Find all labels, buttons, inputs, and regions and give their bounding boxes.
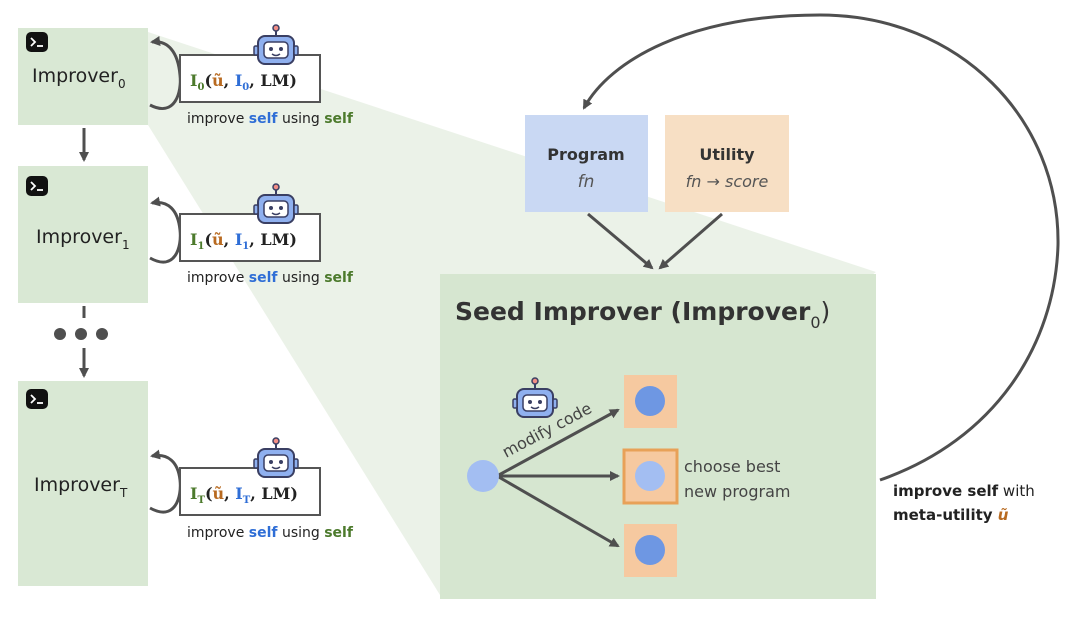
outer-improve-loop xyxy=(582,13,1060,482)
branch-arrow-bottom xyxy=(496,474,620,548)
branch-arrow-top xyxy=(496,408,620,478)
choose-label-line2: new program xyxy=(684,482,790,501)
terminal-icon xyxy=(25,31,49,53)
utility-body: fn → score xyxy=(686,172,769,191)
program-box[interactable] xyxy=(525,115,648,212)
caption-1: improve self using self xyxy=(187,270,354,286)
candidate-node-top xyxy=(635,386,665,416)
self-loop-arrow-T xyxy=(149,449,182,514)
terminal-icon xyxy=(25,388,49,410)
improver-0-label: Improver0 xyxy=(32,65,126,91)
ellipsis-dot xyxy=(54,328,66,340)
program-title: Program xyxy=(547,145,624,164)
improver-1-label: Improver1 xyxy=(36,226,130,252)
utility-box[interactable] xyxy=(665,115,789,212)
outer-label-line1: improve self with xyxy=(893,482,1035,500)
formula-box-1 xyxy=(179,213,321,262)
candidate-node-best xyxy=(635,461,665,491)
source-program-node xyxy=(467,460,499,492)
outer-label-line2: meta-utility ũ xyxy=(893,506,1009,524)
formula-0: I0(ũ, I0, LM) xyxy=(190,71,297,93)
robot-icon xyxy=(253,437,299,478)
ellipsis-dot xyxy=(96,328,108,340)
choose-label-line1: choose best xyxy=(684,457,780,476)
improver-T-box[interactable] xyxy=(18,381,148,586)
improver-T-label: ImproverT xyxy=(34,474,128,500)
formula-1: I1(ũ, I1, LM) xyxy=(190,230,297,252)
formula-box-0 xyxy=(179,54,321,103)
utility-title: Utility xyxy=(699,145,755,164)
formula-box-T xyxy=(179,467,321,516)
candidate-node-bottom xyxy=(635,535,665,565)
robot-icon xyxy=(253,24,299,65)
arrow-program-to-seed xyxy=(587,212,654,270)
caption-0: improve self using self xyxy=(187,111,354,127)
arrow-utility-to-seed xyxy=(658,212,723,270)
formula-T: IT(ũ, IT, LM) xyxy=(190,484,298,506)
self-loop-arrow-1 xyxy=(149,196,182,264)
seed-improver-title: Seed Improver (Improver0) xyxy=(455,297,830,332)
caption-T: improve self using self xyxy=(187,525,354,541)
program-body: fn xyxy=(578,172,595,192)
terminal-icon xyxy=(25,175,49,197)
ellipsis-dot xyxy=(75,328,87,340)
